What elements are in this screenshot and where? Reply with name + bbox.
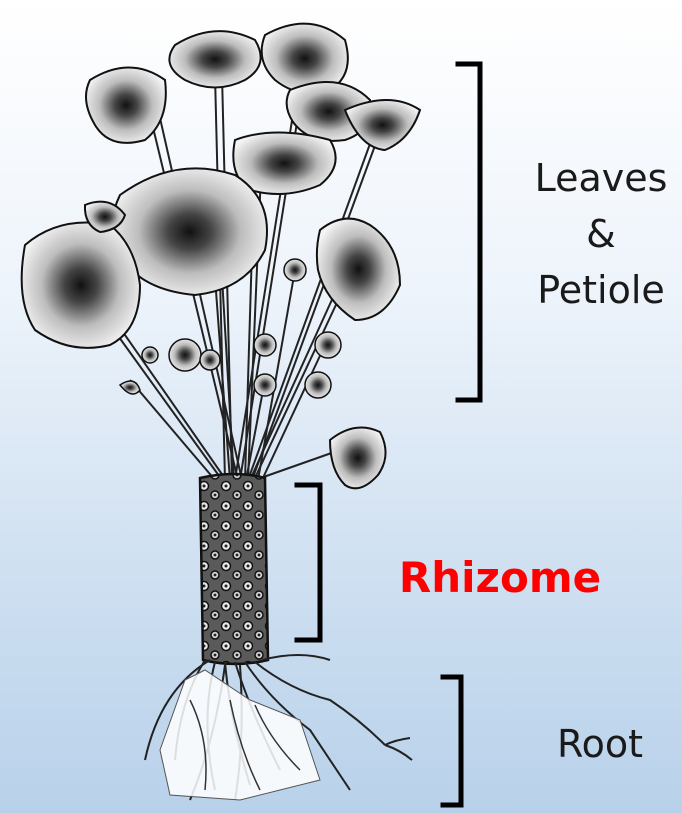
label-leaves-line3: Petiole <box>520 262 682 318</box>
leaf-far-right <box>345 100 420 150</box>
small-leaf <box>284 259 306 281</box>
leaf-left-large <box>22 223 140 348</box>
bracket-rhizome <box>297 485 320 640</box>
small-leaf <box>315 332 341 358</box>
label-rhizome: Rhizome <box>380 553 620 602</box>
small-leaf <box>120 381 140 394</box>
small-leaf <box>169 339 201 371</box>
rhizome <box>200 474 268 664</box>
root-paper <box>160 670 320 800</box>
label-root: Root <box>540 722 660 766</box>
small-leaf <box>142 347 158 363</box>
label-leaves-line1: Leaves <box>520 150 682 206</box>
label-leaves-line2: & <box>520 206 682 262</box>
bracket-root <box>443 677 461 805</box>
small-leaf <box>200 350 220 370</box>
small-leaf <box>305 372 331 398</box>
leaf-upper-left <box>86 68 166 143</box>
bracket-leaves <box>458 64 480 400</box>
small-leaf <box>254 374 276 396</box>
label-leaves-petiole: Leaves & Petiole <box>520 150 682 318</box>
small-leaf <box>254 334 276 356</box>
leaves <box>22 24 420 489</box>
leaf-hanging <box>330 428 386 489</box>
leaf-top-center <box>169 31 260 87</box>
